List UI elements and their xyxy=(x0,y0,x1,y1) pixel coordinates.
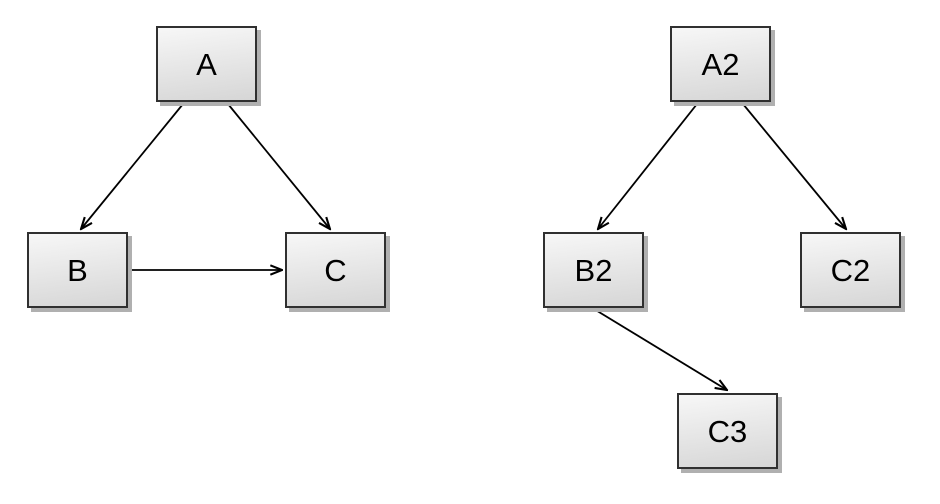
edge-A2-B2[interactable] xyxy=(598,103,698,229)
edge-A-B[interactable] xyxy=(81,103,184,229)
node-C3-label: C3 xyxy=(707,413,748,449)
edge-A2-C2[interactable] xyxy=(742,103,846,229)
node-C3[interactable]: C3 xyxy=(677,393,778,469)
node-B-label: B xyxy=(67,252,88,288)
node-A[interactable]: A xyxy=(156,26,257,102)
node-B[interactable]: B xyxy=(27,232,128,308)
node-C[interactable]: C xyxy=(285,232,386,308)
node-C2-label: C2 xyxy=(830,252,871,288)
node-C-label: C xyxy=(324,252,347,288)
node-A2-label: A2 xyxy=(701,46,740,82)
node-A2[interactable]: A2 xyxy=(670,26,771,102)
node-A-label: A xyxy=(196,46,217,82)
node-C2[interactable]: C2 xyxy=(800,232,901,308)
edge-B2-C3[interactable] xyxy=(593,308,727,390)
node-B2[interactable]: B2 xyxy=(543,232,644,308)
node-B2-label: B2 xyxy=(574,252,613,288)
edge-A-C[interactable] xyxy=(227,103,330,229)
